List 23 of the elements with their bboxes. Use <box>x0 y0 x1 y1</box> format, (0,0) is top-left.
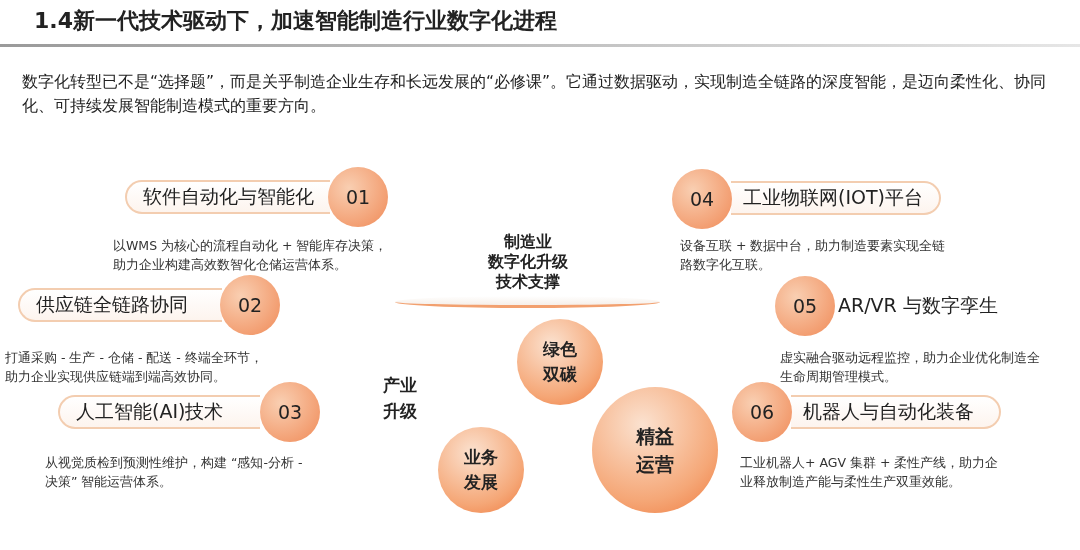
sphere: 业务发展 <box>438 427 524 513</box>
item-heading: AR/VR 与数字孪生 <box>838 293 999 318</box>
title-pill: 工业物联网(IOT)平台 <box>731 181 941 215</box>
title-pill: 供应链全链路协同 <box>18 288 222 322</box>
title: 1.4新一代技术驱动下，加速智能制造行业数字化进程 <box>34 7 557 35</box>
sphere: 绿色双碳 <box>517 319 603 405</box>
side-label: 产业升级 <box>382 374 418 423</box>
hub-heading: 制造业数字化升级技术支撑 <box>486 232 569 292</box>
description-text: 工业机器人+ AGV 集群 + 柔性产线，助力企业释放制造产能与柔性生产双重效能。 <box>740 454 1000 491</box>
intro-paragraph: 数字化转型已不是“选择题”，而是关乎制造企业生存和长远发展的“必修课”。它通过数据驱动，实现制造全链路的深度智能，是迈向柔性化、协同化、可持续发展智能制造模式的重要方向。 <box>22 72 1048 117</box>
number-circle: 05 <box>775 276 835 336</box>
number-circle: 06 <box>732 382 792 442</box>
number-circle: 04 <box>672 169 732 229</box>
number-circle: 01 <box>328 167 388 227</box>
description-text: 以WMS 为核心的流程自动化 + 智能库存决策，助力企业构建高效数智化仓储运营体系。 <box>113 237 388 274</box>
description-text: 设备互联 + 数据中台，助力制造要素实现全链路数字化互联。 <box>680 237 947 274</box>
title-pill: 软件自动化与智能化 <box>125 180 330 214</box>
number-circle: 02 <box>220 275 280 335</box>
description-text: 从视觉质检到预测性维护，构建 “感知-分析 - 决策” 智能运营体系。 <box>45 454 304 491</box>
title-pill: 人工智能(AI)技术 <box>58 395 260 429</box>
number-circle: 03 <box>260 382 320 442</box>
sphere: 精益运营 <box>592 387 718 513</box>
title-pill: 机器人与自动化装备 <box>791 395 1001 429</box>
